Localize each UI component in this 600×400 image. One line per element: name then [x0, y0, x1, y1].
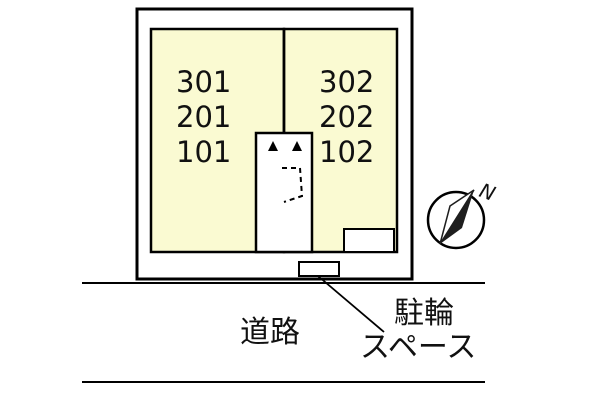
compass-north-letter: N — [476, 178, 498, 206]
bike-parking-label-line1: 駐輪 — [394, 296, 454, 331]
unit-number-left-top: 301 — [176, 65, 231, 99]
bike-parking-area — [298, 261, 340, 277]
unit-number-right-middle: 202 — [319, 100, 374, 134]
unit-number-right-top: 302 — [319, 65, 374, 99]
road-label: 道路 — [240, 315, 300, 350]
stairwell — [254, 131, 314, 254]
stair-arrow-up-icon — [292, 141, 302, 151]
unit-number-left-middle: 201 — [176, 100, 231, 134]
stair-arrow-up-icon — [268, 141, 278, 151]
unit-number-left-bottom: 101 — [176, 135, 231, 169]
unit-number-right-bottom: 102 — [319, 135, 374, 169]
utility-box — [343, 228, 395, 253]
stair-dashed-outline — [282, 167, 304, 203]
bike-parking-leader-line — [317, 275, 385, 333]
compass-icon: N — [426, 178, 499, 250]
bike-parking-label-line2: スペース — [360, 330, 476, 365]
compass-needle-tail — [439, 189, 475, 245]
